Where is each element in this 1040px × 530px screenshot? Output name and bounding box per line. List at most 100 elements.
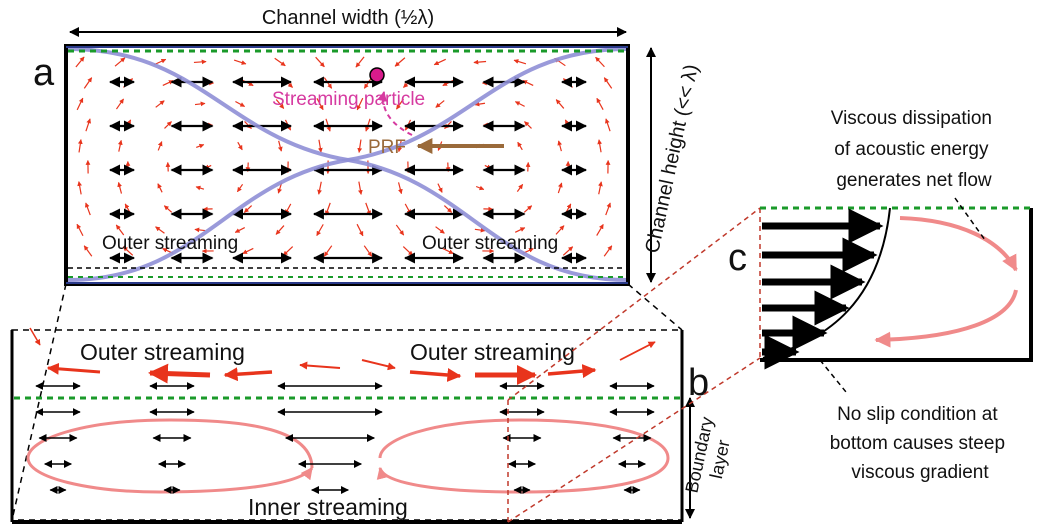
velocity-profile-arrows — [762, 208, 884, 370]
streaming-vector — [564, 203, 572, 215]
noslip-text-line-3: viscous gradient — [851, 462, 989, 483]
outer-streaming-right-label: Outer streaming — [422, 233, 558, 254]
inner-vortex-left — [26, 418, 314, 494]
streaming-vector — [357, 139, 363, 153]
streaming-vector — [83, 245, 93, 257]
streaming-vector — [523, 205, 533, 213]
streaming-vector — [196, 143, 205, 149]
outer-streaming-arrow — [361, 359, 396, 371]
streaming-vector — [595, 56, 605, 68]
outer-streaming-arrow — [223, 367, 273, 382]
streaming-vector — [603, 77, 613, 89]
streaming-vector — [114, 57, 126, 67]
inner-streaming-vortices — [26, 418, 670, 494]
outer-streaming-b-left-label: Outer streaming — [80, 339, 245, 365]
streaming-vector — [77, 139, 83, 153]
streaming-vector — [437, 183, 443, 193]
streaming-vector — [275, 99, 285, 109]
streaming-vector — [117, 139, 123, 152]
streaming-vector — [397, 182, 403, 195]
panel-b-letter: b — [688, 362, 709, 404]
viscous-text-line-1: Viscous dissipation — [831, 108, 992, 129]
streaming-vector — [157, 183, 163, 193]
streaming-vector — [155, 226, 165, 234]
streaming-vector — [204, 164, 212, 170]
streaming-vector — [555, 99, 565, 109]
streaming-vector — [76, 97, 84, 111]
streaming-vector — [76, 223, 84, 237]
streaming-vector — [433, 58, 446, 66]
outer-streaming-arrow — [547, 364, 597, 379]
streaming-vector — [236, 183, 244, 193]
streaming-vector — [603, 245, 613, 257]
streaming-vector — [514, 227, 526, 233]
streaming-vector — [317, 181, 322, 195]
streaming-vector — [275, 225, 285, 235]
streaming-vector — [316, 224, 324, 237]
net-flow-arrow-top — [899, 216, 1018, 272]
zoom-lines-a-to-b — [11, 283, 683, 521]
streaming-vector — [356, 223, 364, 237]
streaming-vector — [513, 59, 527, 65]
streaming-vector — [282, 246, 294, 256]
streaming-vector — [316, 97, 324, 111]
streaming-vector — [194, 101, 206, 107]
streaming-vector — [115, 98, 125, 110]
outer-streaming-b-right-label: Outer streaming — [410, 339, 575, 365]
panel-a-letter: a — [33, 52, 55, 94]
streaming-vector — [124, 203, 132, 215]
streaming-vector — [243, 205, 253, 213]
boundary-layer-velocity-arrows — [35, 382, 655, 494]
streaming-vector — [274, 57, 286, 67]
streaming-vector — [596, 223, 604, 236]
streaming-vector — [242, 247, 254, 255]
streaming-vector — [317, 139, 323, 153]
channel-width-label: Channel width (½λ) — [262, 7, 434, 29]
streaming-vector — [396, 98, 404, 110]
streaming-vector — [164, 121, 172, 129]
viscous-text-line-2: of acoustic energy — [834, 139, 989, 160]
streaming-vector — [193, 59, 207, 65]
streaming-vector — [402, 246, 414, 256]
panel-c-letter: c — [728, 237, 747, 279]
streaming-vector — [605, 202, 612, 216]
streaming-vector — [395, 224, 405, 236]
streaming-vector — [163, 205, 173, 213]
streaming-vector — [363, 245, 373, 257]
noslip-callout-line — [819, 359, 847, 393]
streaming-vector — [315, 56, 325, 68]
inner-vortex-right — [376, 418, 670, 494]
streaming-vector — [404, 203, 412, 215]
streaming-vector — [115, 224, 125, 236]
streaming-vector — [435, 226, 445, 234]
viscous-text-line-3: generates net flow — [836, 170, 992, 191]
panel-b: b Outer streaming Outer streaming Inner … — [10, 327, 734, 524]
outer-streaming-arrow — [46, 362, 101, 375]
streaming-vector — [117, 181, 123, 194]
outer-streaming-arrows — [29, 327, 656, 385]
acoustic-velocity-arrows — [108, 76, 588, 264]
streaming-vector — [323, 245, 333, 257]
streaming-vector — [83, 77, 93, 89]
streaming-vector — [597, 139, 603, 153]
particle-trajectory — [377, 91, 413, 136]
streaming-vector — [517, 141, 523, 151]
outer-streaming-arrow — [148, 363, 211, 384]
streaming-vector — [234, 227, 246, 233]
streaming-vector — [355, 56, 365, 68]
noslip-text-line-2: bottom causes steep — [830, 433, 1005, 454]
streaming-vector — [474, 101, 486, 107]
pressure-node-curve-2 — [67, 47, 629, 282]
streaming-vector — [555, 225, 565, 235]
streaming-vector — [358, 181, 363, 195]
panel-a: Channel width (½λ) Channel height (<< λ)… — [33, 7, 703, 286]
net-flow-arrow-bottom — [874, 289, 1018, 348]
zoom-lines-b-to-c — [507, 207, 761, 523]
outer-streaming-arrow — [29, 327, 41, 346]
streaming-vector — [596, 97, 604, 110]
streaming-vector — [85, 118, 91, 132]
streaming-vector — [284, 203, 292, 215]
streaming-vector — [557, 140, 563, 152]
outer-streaming-arrow — [299, 361, 341, 370]
